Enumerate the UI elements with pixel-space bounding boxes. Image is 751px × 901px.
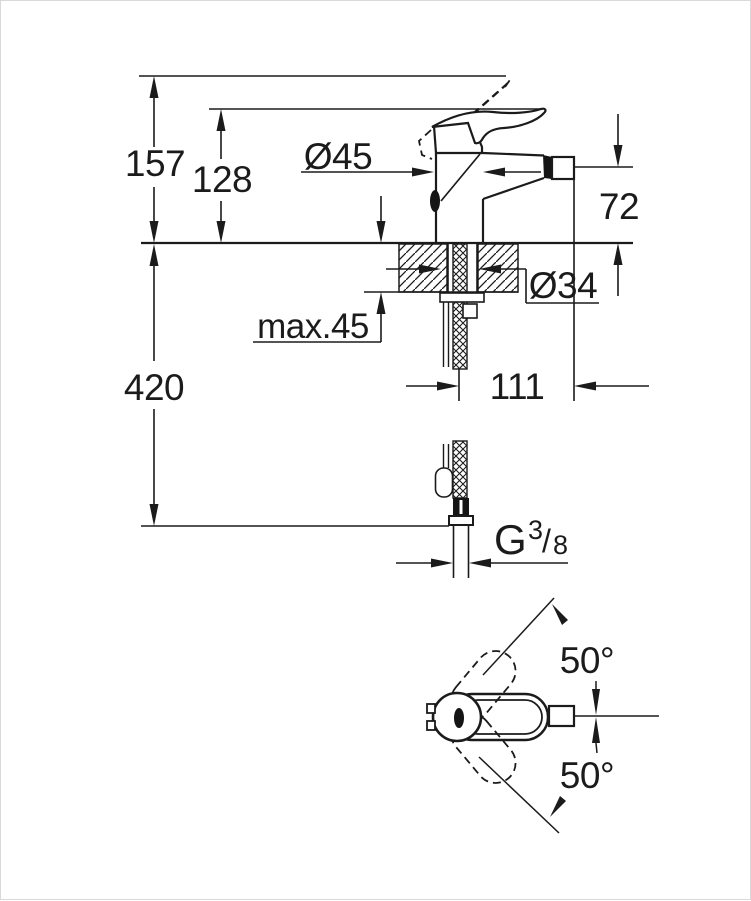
angle-arrows: [550, 604, 600, 817]
thread-numerator: 3: [528, 515, 543, 545]
mounting-flange: [439, 292, 485, 303]
labels: 157 128 Ø45 72 Ø34 max.45 420 111 50° 50…: [124, 136, 640, 796]
dim-128-label: 128: [192, 159, 252, 200]
thread-denominator: 8: [553, 530, 568, 560]
top-view: [426, 597, 659, 834]
body-cone-line: [440, 153, 481, 202]
lever-blade: [431, 107, 547, 145]
union-nut: [448, 515, 474, 526]
dim-d45: [301, 167, 541, 177]
connection-pipe: [452, 525, 470, 578]
thread-letter: G: [494, 516, 526, 563]
body-lug-bottom: [426, 720, 436, 731]
spout-top-view: [547, 704, 576, 728]
dim-157-label: 157: [125, 143, 185, 184]
mounting-nut: [462, 303, 478, 319]
dim-72-label: 72: [599, 186, 639, 227]
aerator: [550, 155, 576, 181]
faucet-body: [418, 78, 576, 243]
lever-hole: [454, 708, 464, 728]
dim-111: [406, 179, 649, 401]
second-hose-upper: [442, 302, 450, 367]
hose-end-capsule: [434, 467, 454, 498]
dim-128: [216, 109, 226, 243]
dim-72: [613, 114, 623, 296]
angle-lower-label: 50°: [560, 755, 614, 796]
deck-hatch-left: [398, 243, 448, 293]
dim-d34-label: Ø34: [529, 265, 597, 306]
dim-111-label: 111: [490, 366, 545, 407]
dim-max45: [253, 196, 386, 343]
body-side-detail: [430, 190, 440, 212]
angle-upper-label: 50°: [560, 640, 614, 681]
dim-d34: [386, 264, 599, 304]
dimensions: [149, 76, 649, 568]
dim-420: [149, 244, 159, 526]
dim-d45-label: Ø45: [304, 136, 372, 177]
thread-label-g38: G 3 / 8: [494, 515, 568, 563]
dim-max45-label: max.45: [257, 307, 369, 346]
dim-157: [149, 76, 159, 243]
thread-slash: /: [542, 523, 551, 559]
spout: [482, 151, 545, 201]
body-lug-top: [426, 703, 436, 714]
second-hose-lower: [442, 444, 450, 468]
angle-leg-upper: [482, 597, 555, 676]
braided-hose-lower: [452, 440, 468, 499]
hose-assembly: [434, 243, 485, 578]
spout-end-band: [543, 155, 552, 179]
dim-420-label: 420: [124, 367, 184, 408]
front-view: [139, 75, 633, 578]
deck-section: [398, 243, 519, 293]
dim-g38: [396, 558, 568, 568]
angle-leg-lower: [478, 756, 560, 834]
